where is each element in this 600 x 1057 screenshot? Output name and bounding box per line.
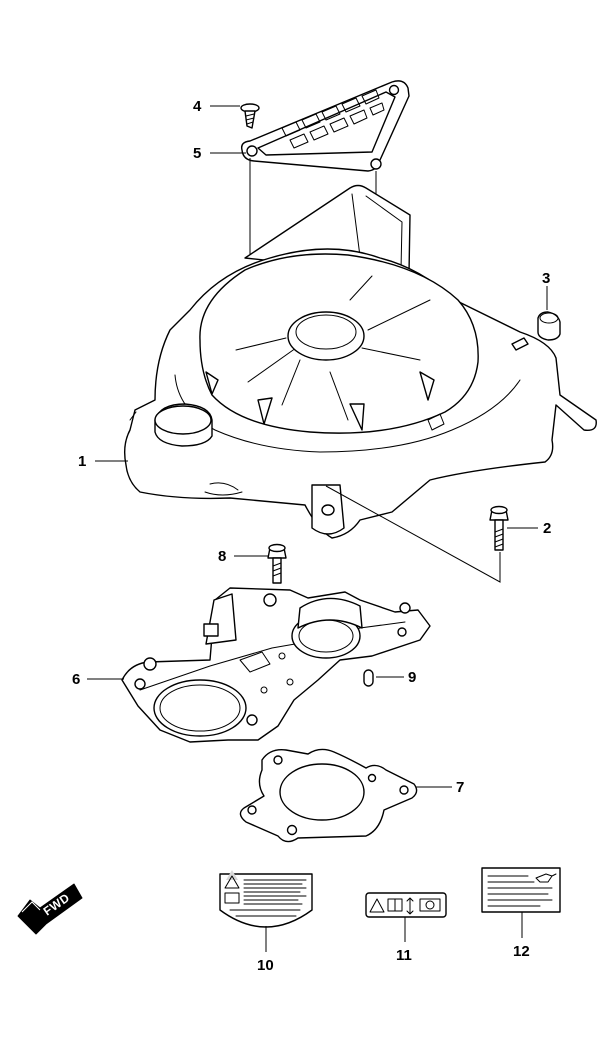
callout-3: 3 (542, 270, 550, 287)
callout-10: 10 (257, 957, 274, 974)
fwd-arrow-icon: FWD (17, 883, 83, 935)
callout-1: 1 (78, 453, 86, 470)
callout-11: 11 (396, 947, 412, 964)
part-4-screw (240, 103, 260, 129)
part-5-grille-cover (240, 80, 410, 172)
part-12-oil-label (481, 867, 561, 913)
callout-2: 2 (543, 520, 551, 537)
callout-12: 12 (513, 943, 530, 960)
part-3-grommet (537, 311, 561, 341)
callout-4: 4 (193, 98, 202, 115)
part-1-flywheel-cover (123, 184, 597, 539)
callout-6: 6 (72, 671, 80, 688)
part-10-caution-label (219, 870, 313, 928)
part-7-gasket (239, 748, 418, 843)
callout-8: 8 (218, 548, 226, 565)
callout-9: 9 (408, 669, 416, 686)
callout-5: 5 (193, 145, 201, 162)
part-2-bolt (489, 505, 509, 551)
part-11-warning-label (365, 892, 447, 918)
part-8-bolt (267, 543, 287, 584)
callout-7: 7 (456, 779, 464, 796)
part-9-dowel-pin (363, 669, 374, 687)
part-6-adapter-plate (121, 587, 431, 743)
